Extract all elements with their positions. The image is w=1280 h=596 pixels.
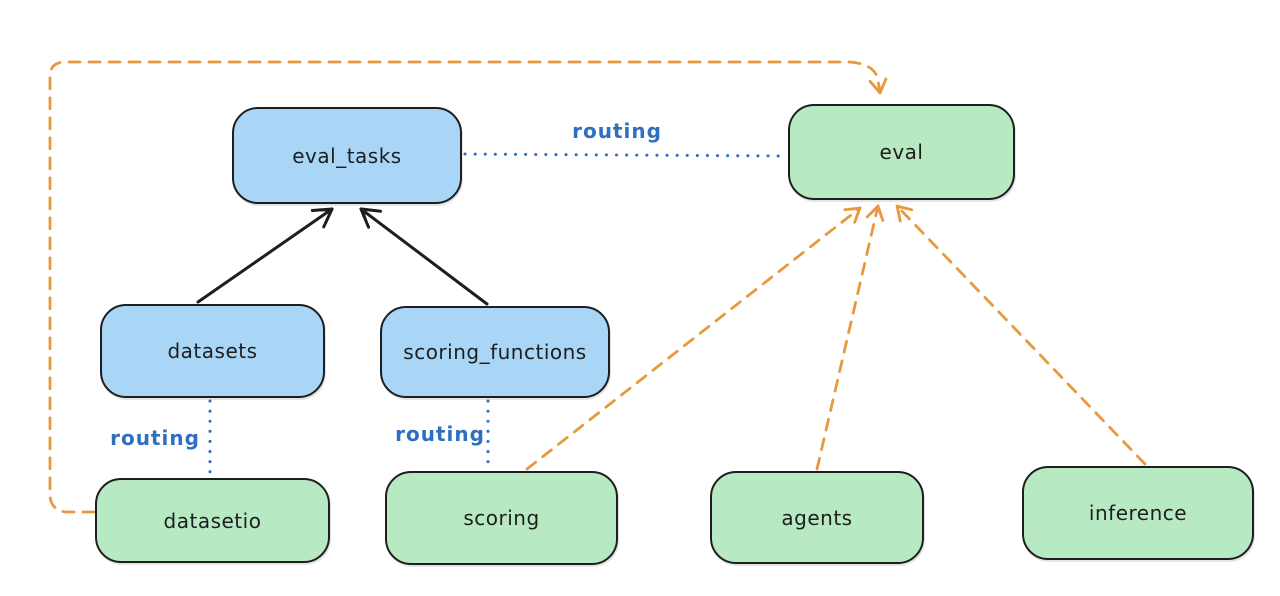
edge-eval-tasks-to-eval-routing: [463, 152, 788, 158]
node-agents: agents: [710, 471, 924, 564]
edge-inference-to-eval: [895, 204, 1147, 466]
node-datasetio: datasetio: [95, 478, 330, 563]
edge-scoring-functions-to-eval-tasks: [359, 207, 489, 306]
node-inference: inference: [1022, 466, 1254, 560]
node-eval-tasks: eval_tasks: [232, 107, 462, 204]
edge-datasetio-to-eval: [48, 60, 888, 514]
edge-label-routing-top: routing: [572, 119, 662, 143]
edge-label-routing-middle: routing: [395, 422, 485, 446]
edge-label-routing-left: routing: [110, 426, 200, 450]
node-eval: eval: [788, 104, 1015, 200]
node-scoring: scoring: [385, 471, 618, 565]
edge-agents-to-eval: [815, 204, 885, 471]
node-datasets: datasets: [100, 304, 325, 398]
edge-datasets-to-eval-tasks: [196, 207, 334, 304]
edge-scoring-to-eval: [525, 206, 862, 471]
node-scoring-functions: scoring_functions: [380, 306, 610, 398]
